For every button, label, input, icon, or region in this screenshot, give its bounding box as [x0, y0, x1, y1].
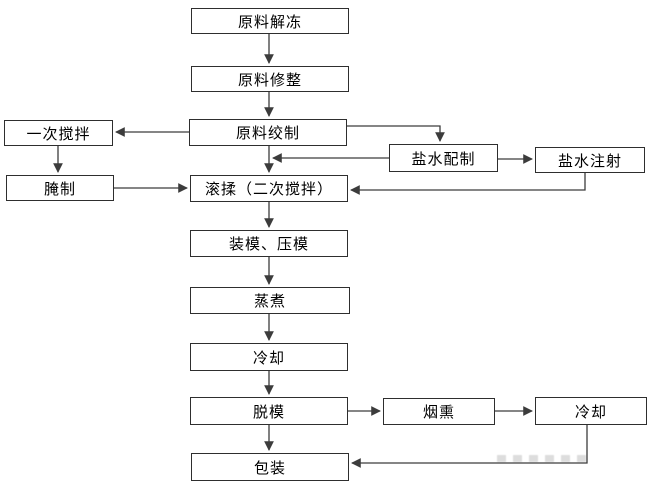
flow-node-grind: 原料绞制 [189, 119, 347, 146]
flow-node-steam: 蒸煮 [190, 287, 350, 314]
flow-node-pack: 包装 [191, 453, 349, 481]
flow-node-brine-inject: 盐水注射 [535, 147, 645, 173]
flow-node-mold-press: 装模、压模 [190, 230, 348, 257]
flow-node-first-mix: 一次搅拌 [4, 120, 113, 146]
flow-node-cool-2: 冷却 [535, 397, 647, 425]
watermark-smudge [497, 455, 593, 462]
edge-brine-inject-tumble [350, 173, 586, 195]
flow-node-trim: 原料修整 [191, 66, 349, 92]
edge-grind-brine-prep [347, 125, 445, 142]
flow-node-cool-1: 冷却 [190, 343, 348, 371]
edge-cool2-pack [351, 425, 588, 468]
flow-node-cure: 腌制 [6, 175, 114, 201]
flow-node-brine-prep: 盐水配制 [389, 144, 498, 172]
flow-node-thaw: 原料解冻 [191, 8, 349, 34]
flow-node-smoke: 烟熏 [383, 398, 495, 425]
flow-node-demold: 脱模 [190, 397, 348, 425]
flow-node-tumble: 滚揉（二次搅拌） [190, 175, 348, 202]
